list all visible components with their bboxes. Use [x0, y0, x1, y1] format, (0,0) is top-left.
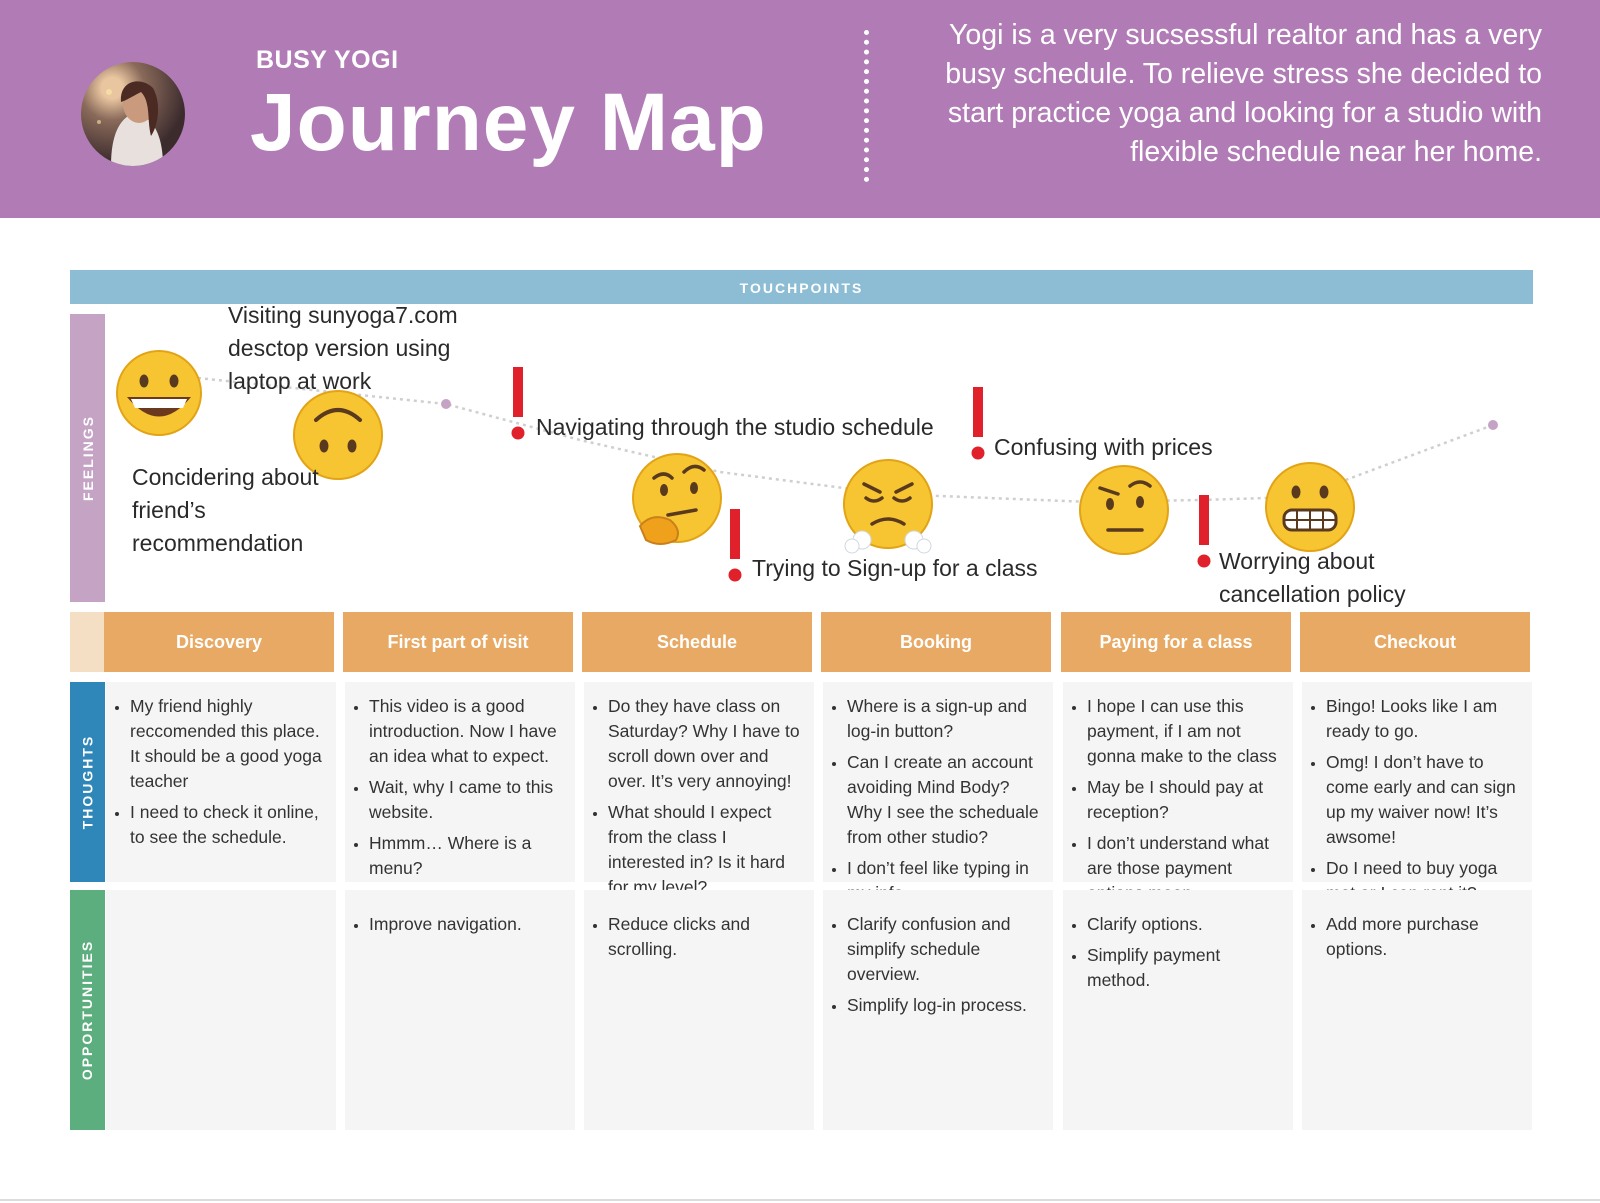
touchpoint-cancellation: Worrying about cancellation policy [1219, 548, 1406, 607]
emotion-point [441, 399, 451, 409]
emotion-point [1488, 420, 1498, 430]
opportunities-cell-booking: Clarify confusion and simplify schedule … [823, 890, 1053, 1130]
thoughts-label-text: THOUGHTS [79, 734, 96, 830]
thought-item: I need to check it online, to see the sc… [130, 800, 326, 850]
stage-row-label [70, 612, 105, 672]
bottom-divider [0, 1199, 1600, 1201]
opportunities-cell-schedule: Reduce clicks and scrolling. [584, 890, 814, 1130]
persona-name: BUSY YOGI [256, 46, 399, 74]
alert-icon [511, 367, 525, 440]
touchpoint-prices: Confusing with prices [994, 434, 1213, 460]
touchpoint-sign-up: Trying to Sign-up for a class [752, 555, 1038, 581]
thinking-face-icon [632, 453, 722, 545]
thought-item: Wait, why I came to this website. [369, 775, 565, 825]
alert-icon [1197, 495, 1211, 568]
thought-item: Where is a sign-up and log-in button? [847, 694, 1043, 744]
stage-checkout: Checkout [1300, 612, 1530, 672]
page-title: Journey Map [250, 77, 767, 168]
thought-item: Do they have class on Saturday? Why I ha… [608, 694, 804, 794]
opportunities-label-text: OPPORTUNITIES [79, 939, 96, 1081]
raised-eyebrow-face-icon [1079, 465, 1169, 555]
opportunities-row-label: OPPORTUNITIES [70, 890, 105, 1130]
opportunities-cell-first-visit: Improve navigation. [345, 890, 575, 1130]
steam-from-nose-face-icon [843, 459, 933, 554]
thought-item: Hmmm… Where is a menu? [369, 831, 565, 881]
opportunity-item: Add more purchase options. [1326, 912, 1522, 962]
stage-booking: Booking [821, 612, 1051, 672]
opportunities-cell-checkout: Add more purchase options. [1302, 890, 1532, 1130]
thoughts-cell-checkout: Bingo! Looks like I am ready to go. Omg!… [1302, 682, 1532, 903]
opportunity-item: Simplify payment method. [1087, 943, 1283, 993]
thought-item: I hope I can use this payment, if I am n… [1087, 694, 1283, 769]
thoughts-cell-schedule: Do they have class on Saturday? Why I ha… [584, 682, 814, 897]
thoughts-cell-paying: I hope I can use this payment, if I am n… [1063, 682, 1293, 903]
header-banner: BUSY YOGI Journey Map Yogi is a very suc… [0, 0, 1600, 218]
opportunities-cell-paying: Clarify options. Simplify payment method… [1063, 890, 1293, 1130]
stage-paying: Paying for a class [1061, 612, 1291, 672]
header-divider [864, 30, 869, 182]
thoughts-row-label: THOUGHTS [70, 682, 105, 882]
stage-discovery: Discovery [104, 612, 334, 672]
touchpoint-visiting-site: Visiting sunyoga7.com desctop version us… [228, 302, 458, 394]
thought-item: May be I should pay at reception? [1087, 775, 1283, 825]
alert-icon [728, 509, 742, 582]
thought-item: Omg! I don’t have to come early and can … [1326, 750, 1522, 850]
opportunity-item: Improve navigation. [369, 912, 565, 937]
stage-schedule: Schedule [582, 612, 812, 672]
thought-item: This video is a good introduction. Now I… [369, 694, 565, 769]
stage-first-visit: First part of visit [343, 612, 573, 672]
persona-description: Yogi is a very sucsessful realtor and ha… [945, 19, 1542, 168]
thoughts-cell-discovery: My friend highly reccomended this place.… [106, 682, 336, 882]
grinning-face-icon [116, 350, 202, 436]
thought-item: What should I expect from the class I in… [608, 800, 804, 900]
thoughts-cell-booking: Where is a sign-up and log-in button? Ca… [823, 682, 1053, 903]
feelings-label-text: FEELINGS [79, 414, 96, 502]
opportunity-item: Reduce clicks and scrolling. [608, 912, 804, 962]
thought-item: Can I create an account avoiding Mind Bo… [847, 750, 1043, 850]
thought-item: My friend highly reccomended this place.… [130, 694, 326, 794]
persona-avatar [81, 62, 185, 166]
grimacing-face-icon [1265, 462, 1355, 552]
touchpoints-bar: TOUCHPOINTS [70, 270, 1533, 304]
thoughts-cell-first-visit: This video is a good introduction. Now I… [345, 682, 575, 882]
touchpoint-recommendation: Concidering about friend’s recommendatio… [132, 464, 319, 556]
touchpoint-navigating-schedule: Navigating through the studio schedule [536, 414, 934, 440]
opportunities-cell-discovery [106, 890, 336, 1130]
opportunity-item: Clarify options. [1087, 912, 1283, 937]
thought-item: Bingo! Looks like I am ready to go. [1326, 694, 1522, 744]
opportunity-item: Clarify confusion and simplify schedule … [847, 912, 1043, 987]
opportunity-item: Simplify log-in process. [847, 993, 1043, 1018]
feelings-row-label: FEELINGS [70, 314, 105, 602]
